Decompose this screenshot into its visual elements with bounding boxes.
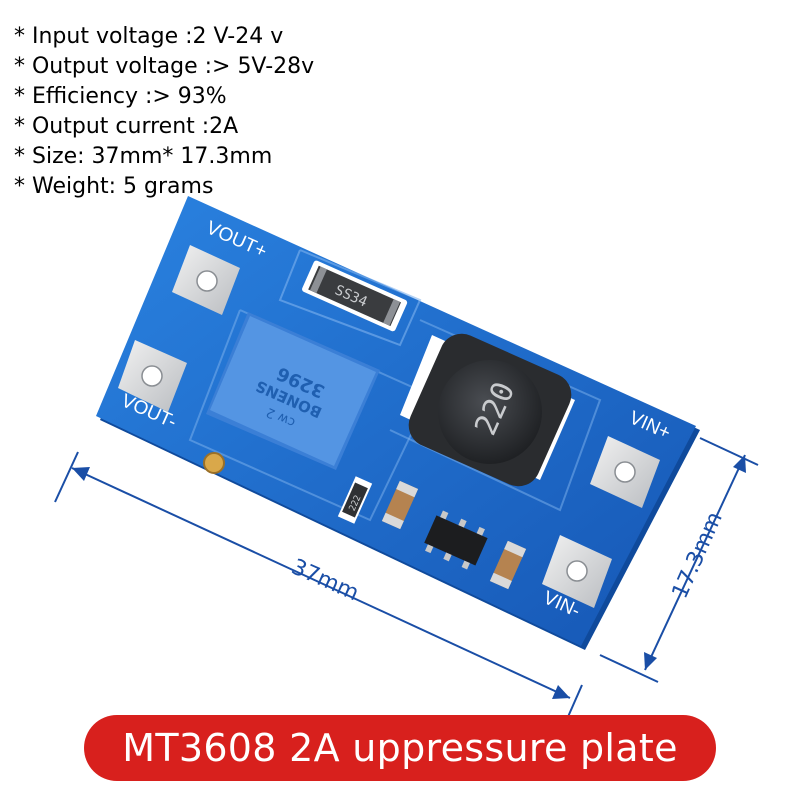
spec-item-size: * Size: 37mm* 17.3mm: [14, 144, 273, 169]
diode-ss34: SS34: [302, 260, 408, 332]
pcb-board: [96, 196, 700, 650]
pad-vout-minus: [118, 340, 187, 412]
length-label: 37mm: [288, 555, 363, 607]
mt3608-chip: [424, 510, 488, 570]
inductor-220: 220: [400, 333, 575, 487]
resistor-222: 222: [337, 476, 373, 524]
pad-vin-plus: [590, 436, 660, 508]
width-label: 17.3mm: [668, 508, 728, 602]
spec-item-input-voltage: * Input voltage :2 V-24 v: [14, 24, 284, 49]
capacitor-left: [381, 480, 419, 530]
spec-item-efficiency: * Efficiency :> 93%: [14, 84, 227, 109]
pad-vout-plus: [172, 245, 240, 315]
potentiometer: BONENS 3296 cw 2: [203, 312, 380, 474]
spec-item-output-voltage: * Output voltage :> 5V-28v: [14, 54, 315, 79]
pad-vin-minus: [542, 535, 612, 608]
length-dimension: [54, 451, 583, 736]
product-title-banner: MT3608 2A uppressure plate: [84, 715, 716, 781]
spec-item-output-current: * Output current :2A: [14, 114, 239, 139]
width-dimension: [599, 437, 759, 683]
product-title: MT3608 2A uppressure plate: [122, 726, 678, 770]
capacitor-right: [489, 540, 527, 590]
spec-list: * Input voltage :2 V-24 v * Output volta…: [14, 22, 314, 202]
spec-item-weight: * Weight: 5 grams: [14, 174, 214, 199]
